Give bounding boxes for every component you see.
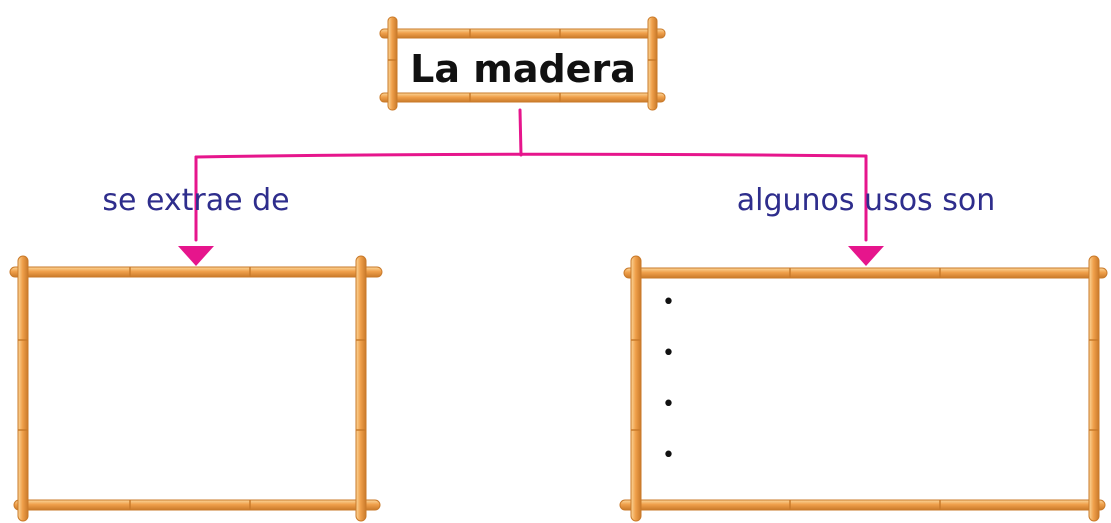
connector-crossbar xyxy=(194,152,868,159)
connector-stem xyxy=(518,108,523,157)
bullet-item: • xyxy=(662,443,675,468)
title-frame xyxy=(379,16,666,111)
right-branch-label: algunos usos son xyxy=(737,183,995,218)
left-answer-box xyxy=(9,255,383,522)
bullet-item: • xyxy=(662,392,675,417)
right-box-bullets: • • • • xyxy=(662,290,675,468)
bullet-item: • xyxy=(662,290,675,315)
left-branch-label: se extrae de xyxy=(102,183,289,218)
arrowheads xyxy=(178,246,884,266)
diagram-title: La madera xyxy=(410,47,636,91)
connector-lines xyxy=(194,108,868,242)
right-answer-box xyxy=(619,255,1108,522)
arrowhead-right xyxy=(848,246,884,266)
bullet-item: • xyxy=(662,341,675,366)
arrowhead-left xyxy=(178,246,214,266)
